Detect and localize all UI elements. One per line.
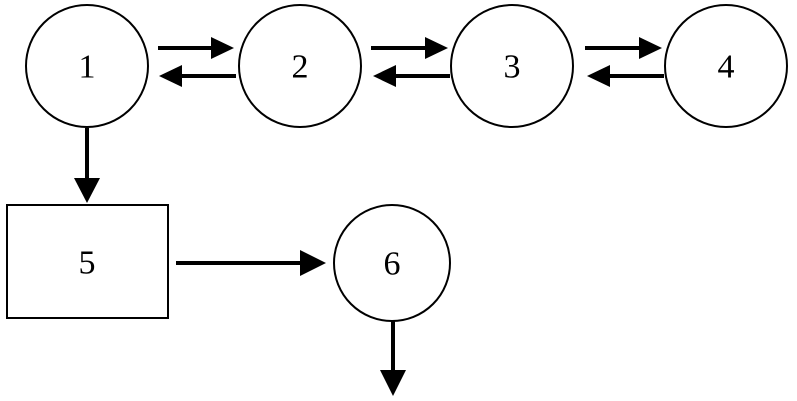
edge-6-out-arrowhead bbox=[380, 370, 406, 396]
node-6-label: 6 bbox=[384, 246, 401, 283]
node-2: 2 bbox=[238, 4, 362, 128]
node-5-label: 5 bbox=[79, 245, 96, 282]
edge-3-4-forward-arrowhead bbox=[639, 37, 662, 59]
edge-3-4-reverse-arrowhead bbox=[587, 65, 610, 87]
node-4: 4 bbox=[664, 4, 788, 128]
edge-2-3-forward-arrowhead bbox=[425, 37, 448, 59]
node-5: 5 bbox=[6, 204, 169, 319]
node-3-circle bbox=[450, 4, 574, 128]
node-4-label: 4 bbox=[718, 49, 735, 86]
node-6-circle bbox=[333, 204, 451, 322]
edge-1-5-arrowhead bbox=[74, 178, 100, 203]
edge-1-5 bbox=[74, 128, 100, 203]
node-3-label: 3 bbox=[504, 49, 521, 86]
node-1: 1 bbox=[25, 4, 149, 128]
node-6: 6 bbox=[333, 204, 451, 322]
edge-2-3-reverse-arrowhead bbox=[373, 65, 396, 87]
edge-5-6 bbox=[176, 250, 326, 276]
edge-1-2 bbox=[158, 37, 236, 87]
node-1-label: 1 bbox=[79, 49, 96, 86]
edge-2-3 bbox=[371, 37, 450, 87]
edge-1-2-forward-arrowhead bbox=[211, 37, 234, 59]
node-2-circle bbox=[238, 4, 362, 128]
edge-1-2-reverse-arrowhead bbox=[159, 65, 182, 87]
node-3: 3 bbox=[450, 4, 574, 128]
node-4-circle bbox=[664, 4, 788, 128]
node-2-label: 2 bbox=[292, 49, 309, 86]
node-5-rectangle bbox=[6, 204, 169, 319]
edge-5-6-arrowhead bbox=[300, 250, 326, 276]
edge-3-4 bbox=[585, 37, 664, 87]
node-1-circle bbox=[25, 4, 149, 128]
edge-6-out bbox=[380, 321, 406, 396]
